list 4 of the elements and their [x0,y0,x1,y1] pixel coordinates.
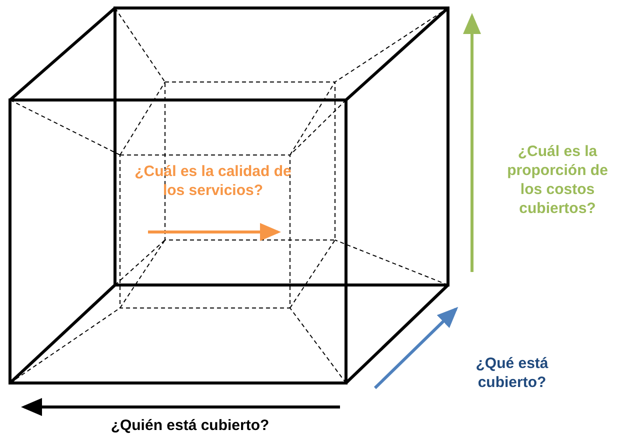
question-label: ¿Qué está cubierto? [474,354,550,392]
question-label: ¿Cuál es la proporción de los costos cubiertos? [506,142,609,218]
question-label: ¿Quién está cubierto? [110,416,270,435]
question-label: ¿Cuál es la calidad de los servicios? [134,162,292,200]
